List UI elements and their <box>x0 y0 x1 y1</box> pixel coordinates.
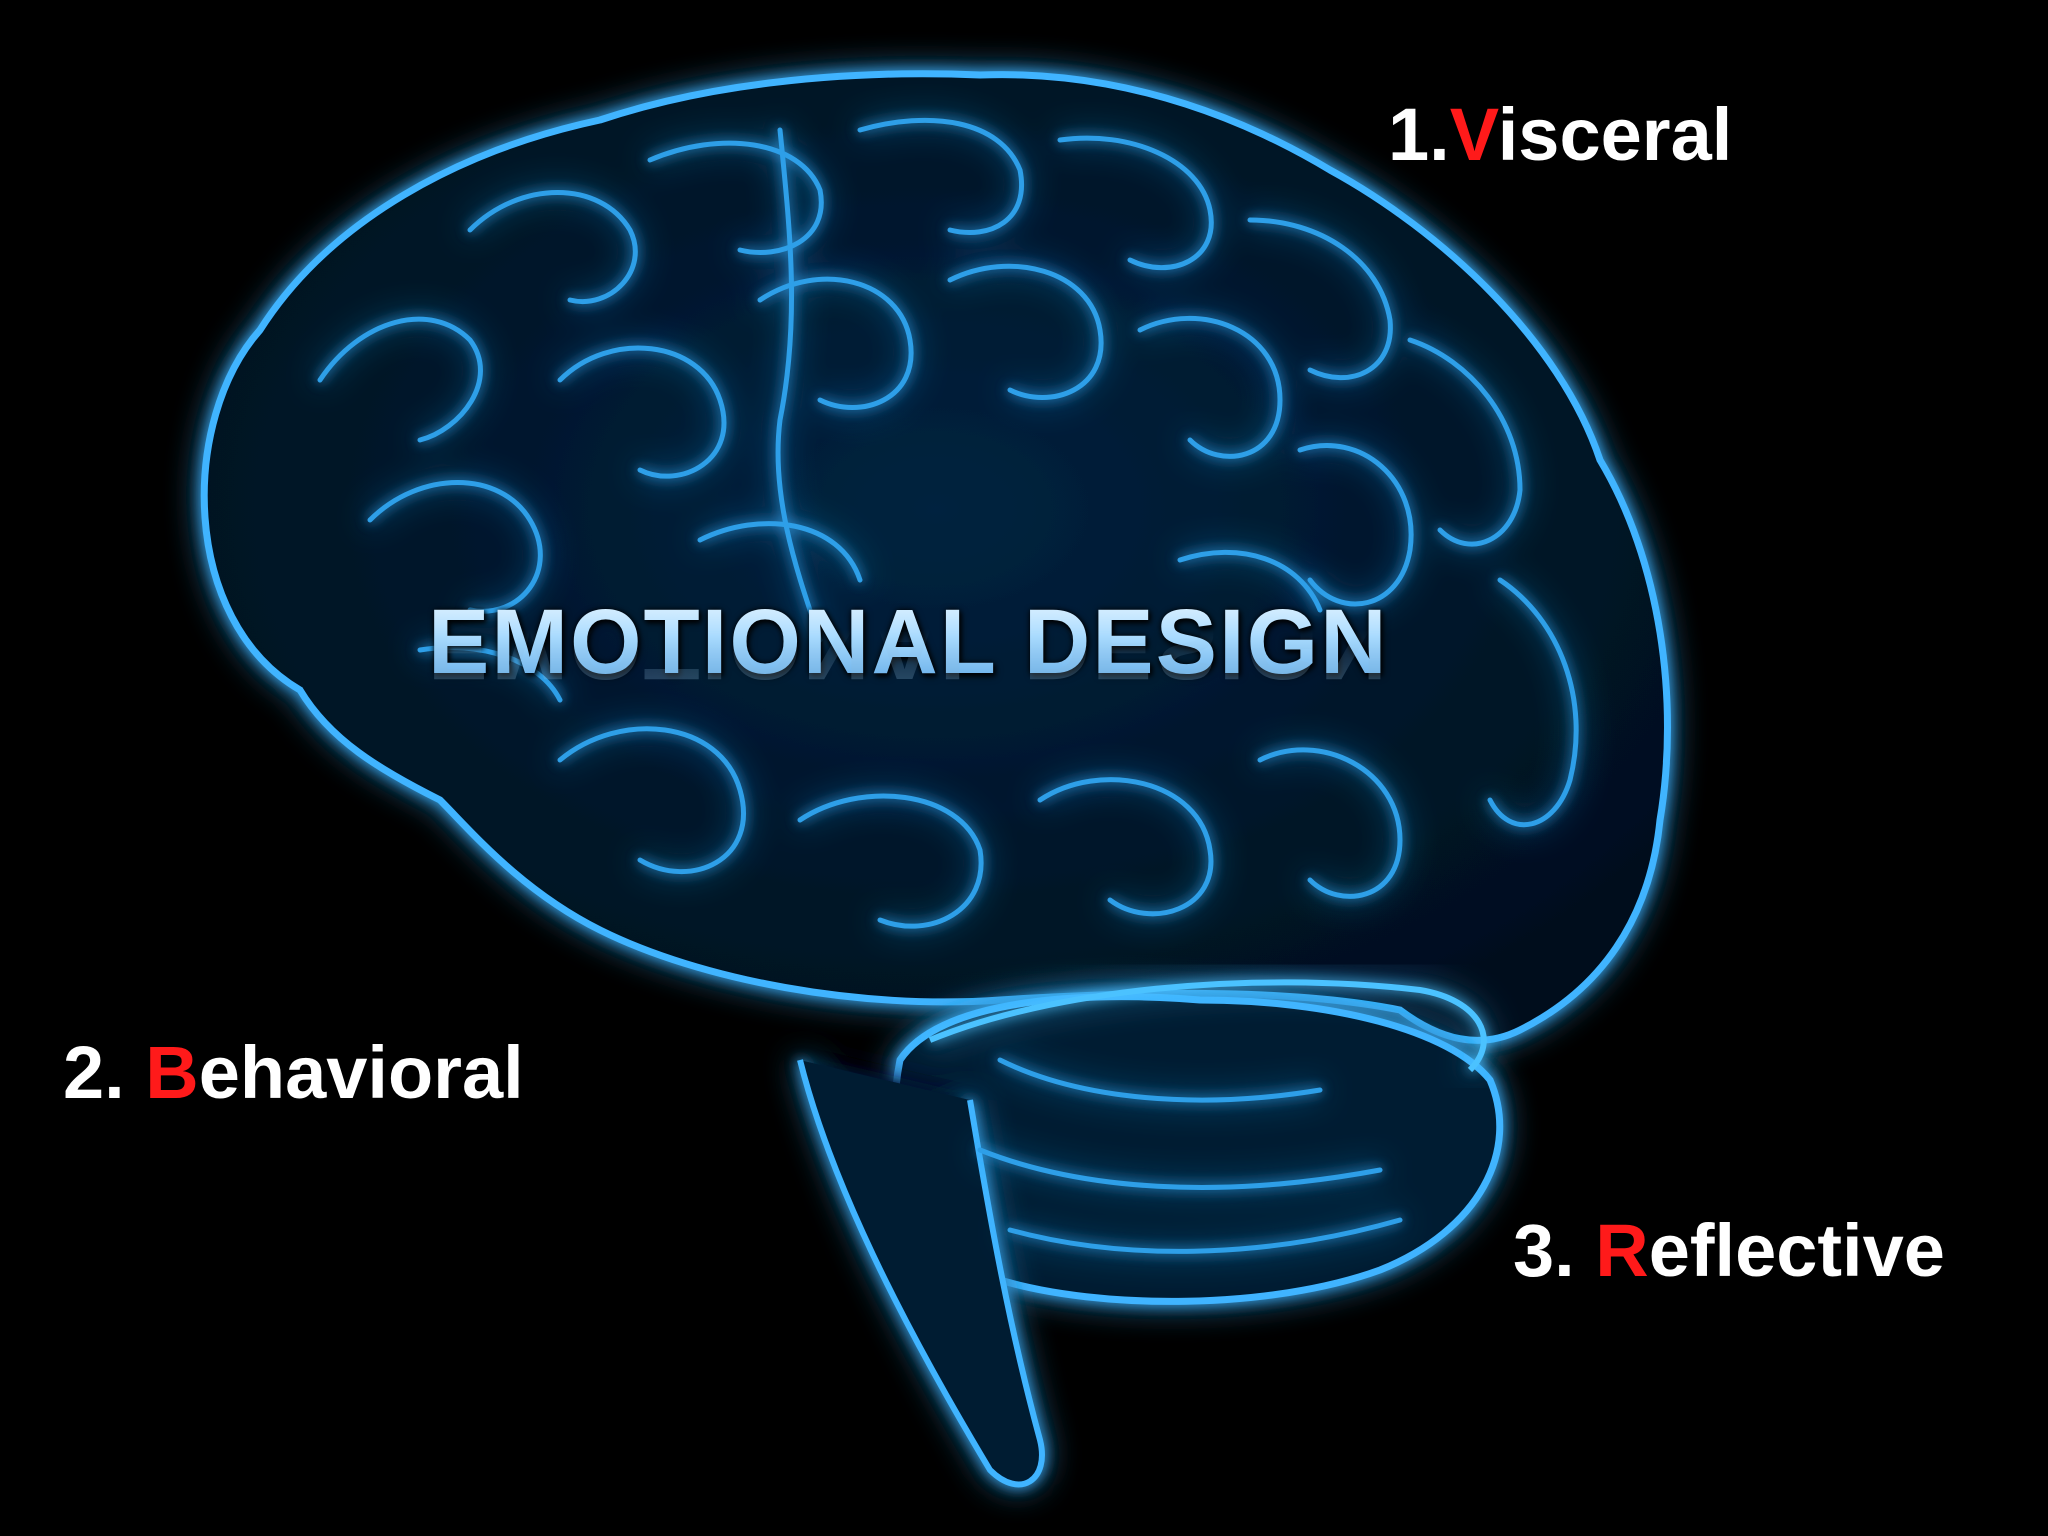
level-rest: eflective <box>1648 1209 1945 1292</box>
level-initial: R <box>1595 1209 1649 1292</box>
level-number: 3. <box>1513 1209 1596 1292</box>
level-initial: B <box>145 1031 199 1114</box>
level-reflective: 3. Reflective <box>1513 1214 1945 1288</box>
level-rest: ehavioral <box>198 1031 524 1114</box>
level-rest: isceral <box>1497 93 1733 176</box>
level-number: 1. <box>1388 93 1450 176</box>
slide-title-reflection: EMOTIONAL DESIGN <box>428 596 1389 698</box>
level-initial: V <box>1449 93 1498 176</box>
slide-title: EMOTIONAL DESIGN <box>428 591 1389 693</box>
level-behavioral: 2. Behavioral <box>63 1036 524 1110</box>
title-group: EMOTIONAL DESIGN EMOTIONAL DESIGN <box>428 596 1468 786</box>
level-number: 2. <box>63 1031 146 1114</box>
level-visceral: 1.Visceral <box>1388 98 1732 172</box>
